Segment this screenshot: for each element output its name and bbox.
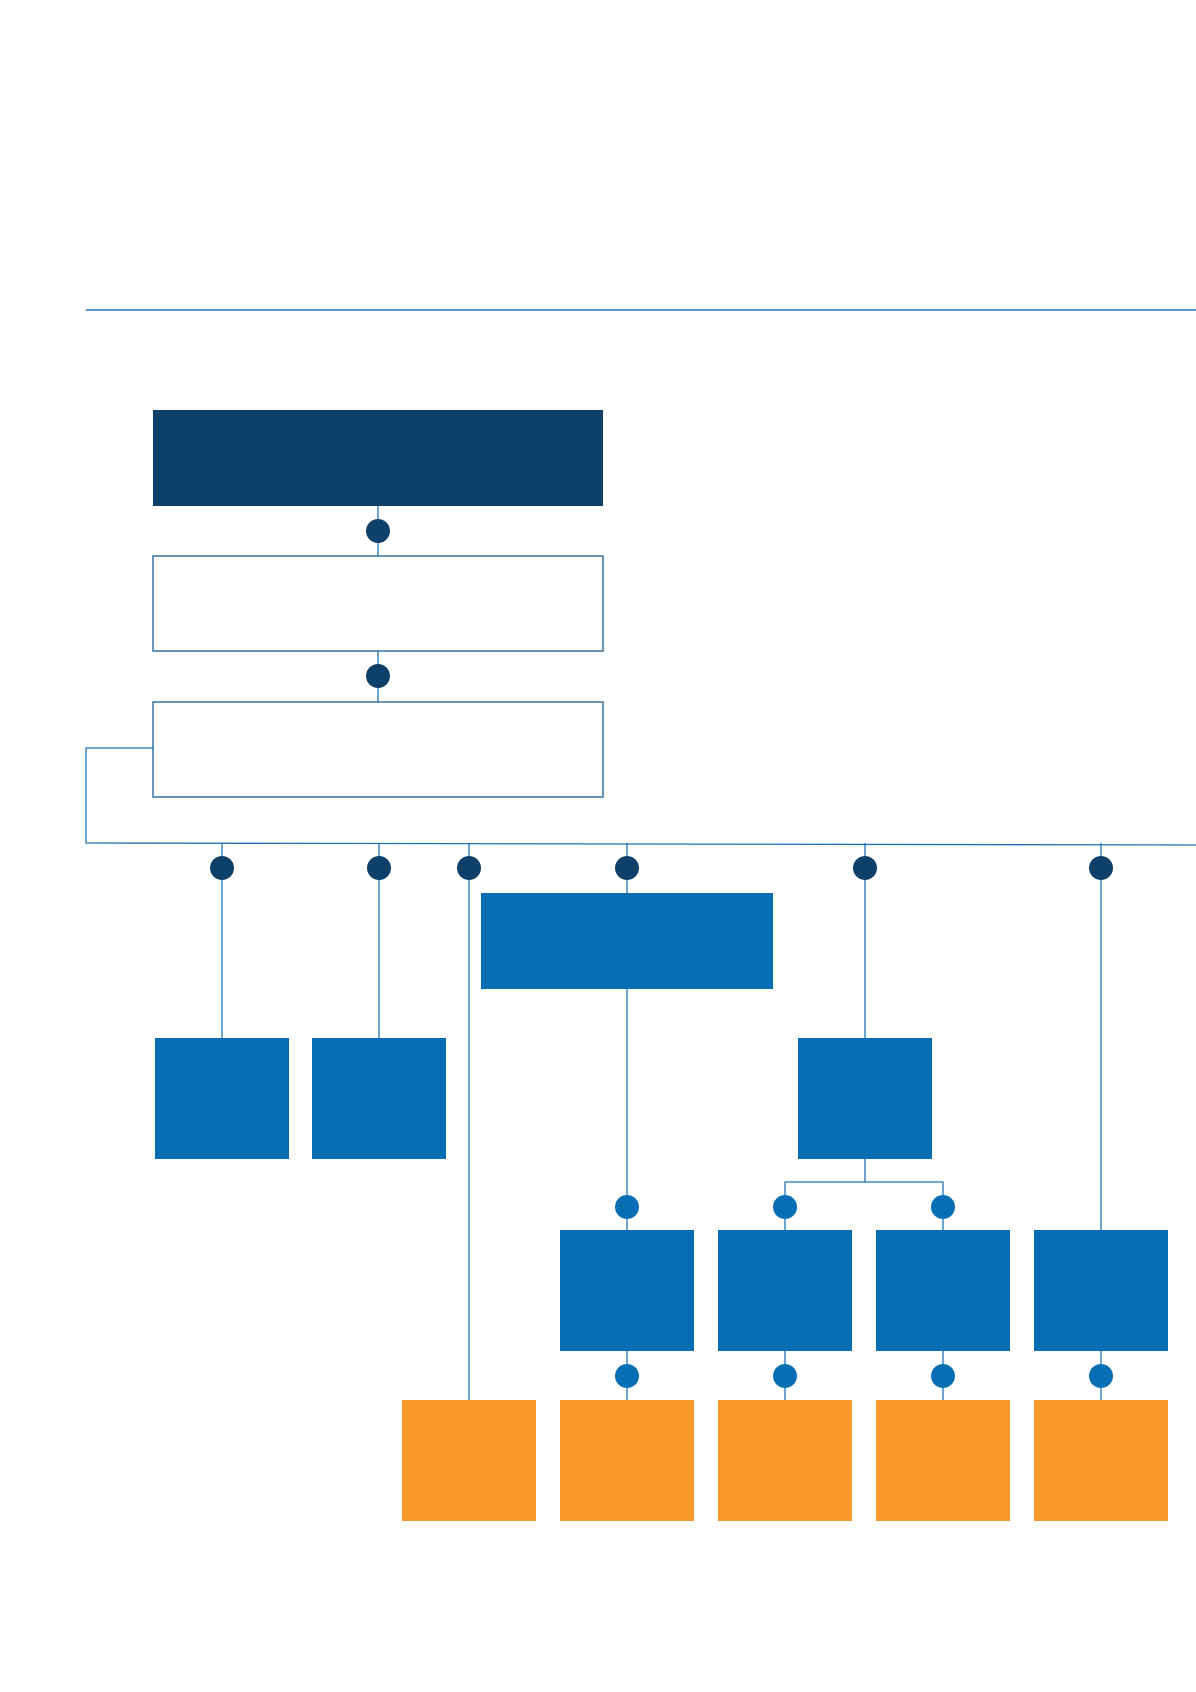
connector-dots-light (615, 1195, 1113, 1388)
connector-dot (1089, 1364, 1113, 1388)
leaf-box-1 (402, 1400, 536, 1521)
connector-dot (931, 1195, 955, 1219)
connector-dot (853, 856, 877, 880)
mid-box-4 (1034, 1230, 1168, 1351)
connector-dot (457, 856, 481, 880)
level2-box (152, 555, 604, 652)
mid-box-2 (718, 1230, 852, 1351)
connector-dot (366, 664, 390, 688)
connector-dot (615, 856, 639, 880)
leaf-box-2 (560, 1400, 694, 1521)
leaf-box-3 (718, 1400, 852, 1521)
connector-dot (773, 1364, 797, 1388)
connector-dot (367, 856, 391, 880)
branch-box-right (798, 1038, 932, 1159)
mid-box-3 (876, 1230, 1010, 1351)
branch-box-2 (312, 1038, 446, 1159)
branch-box-center (481, 893, 773, 989)
connector-dot (615, 1364, 639, 1388)
leaf-box-5 (1034, 1400, 1168, 1521)
connector-dot (931, 1364, 955, 1388)
connector-dot (773, 1195, 797, 1219)
connector-dots-dark (210, 519, 1113, 880)
connector-dot (210, 856, 234, 880)
branch-box-1 (155, 1038, 289, 1159)
root-box (153, 410, 603, 506)
connector-dot (1089, 856, 1113, 880)
leaf-box-4 (876, 1400, 1010, 1521)
connector-dot (615, 1195, 639, 1219)
connector-dot (366, 519, 390, 543)
level3-box (152, 701, 604, 798)
mid-box-1 (560, 1230, 694, 1351)
